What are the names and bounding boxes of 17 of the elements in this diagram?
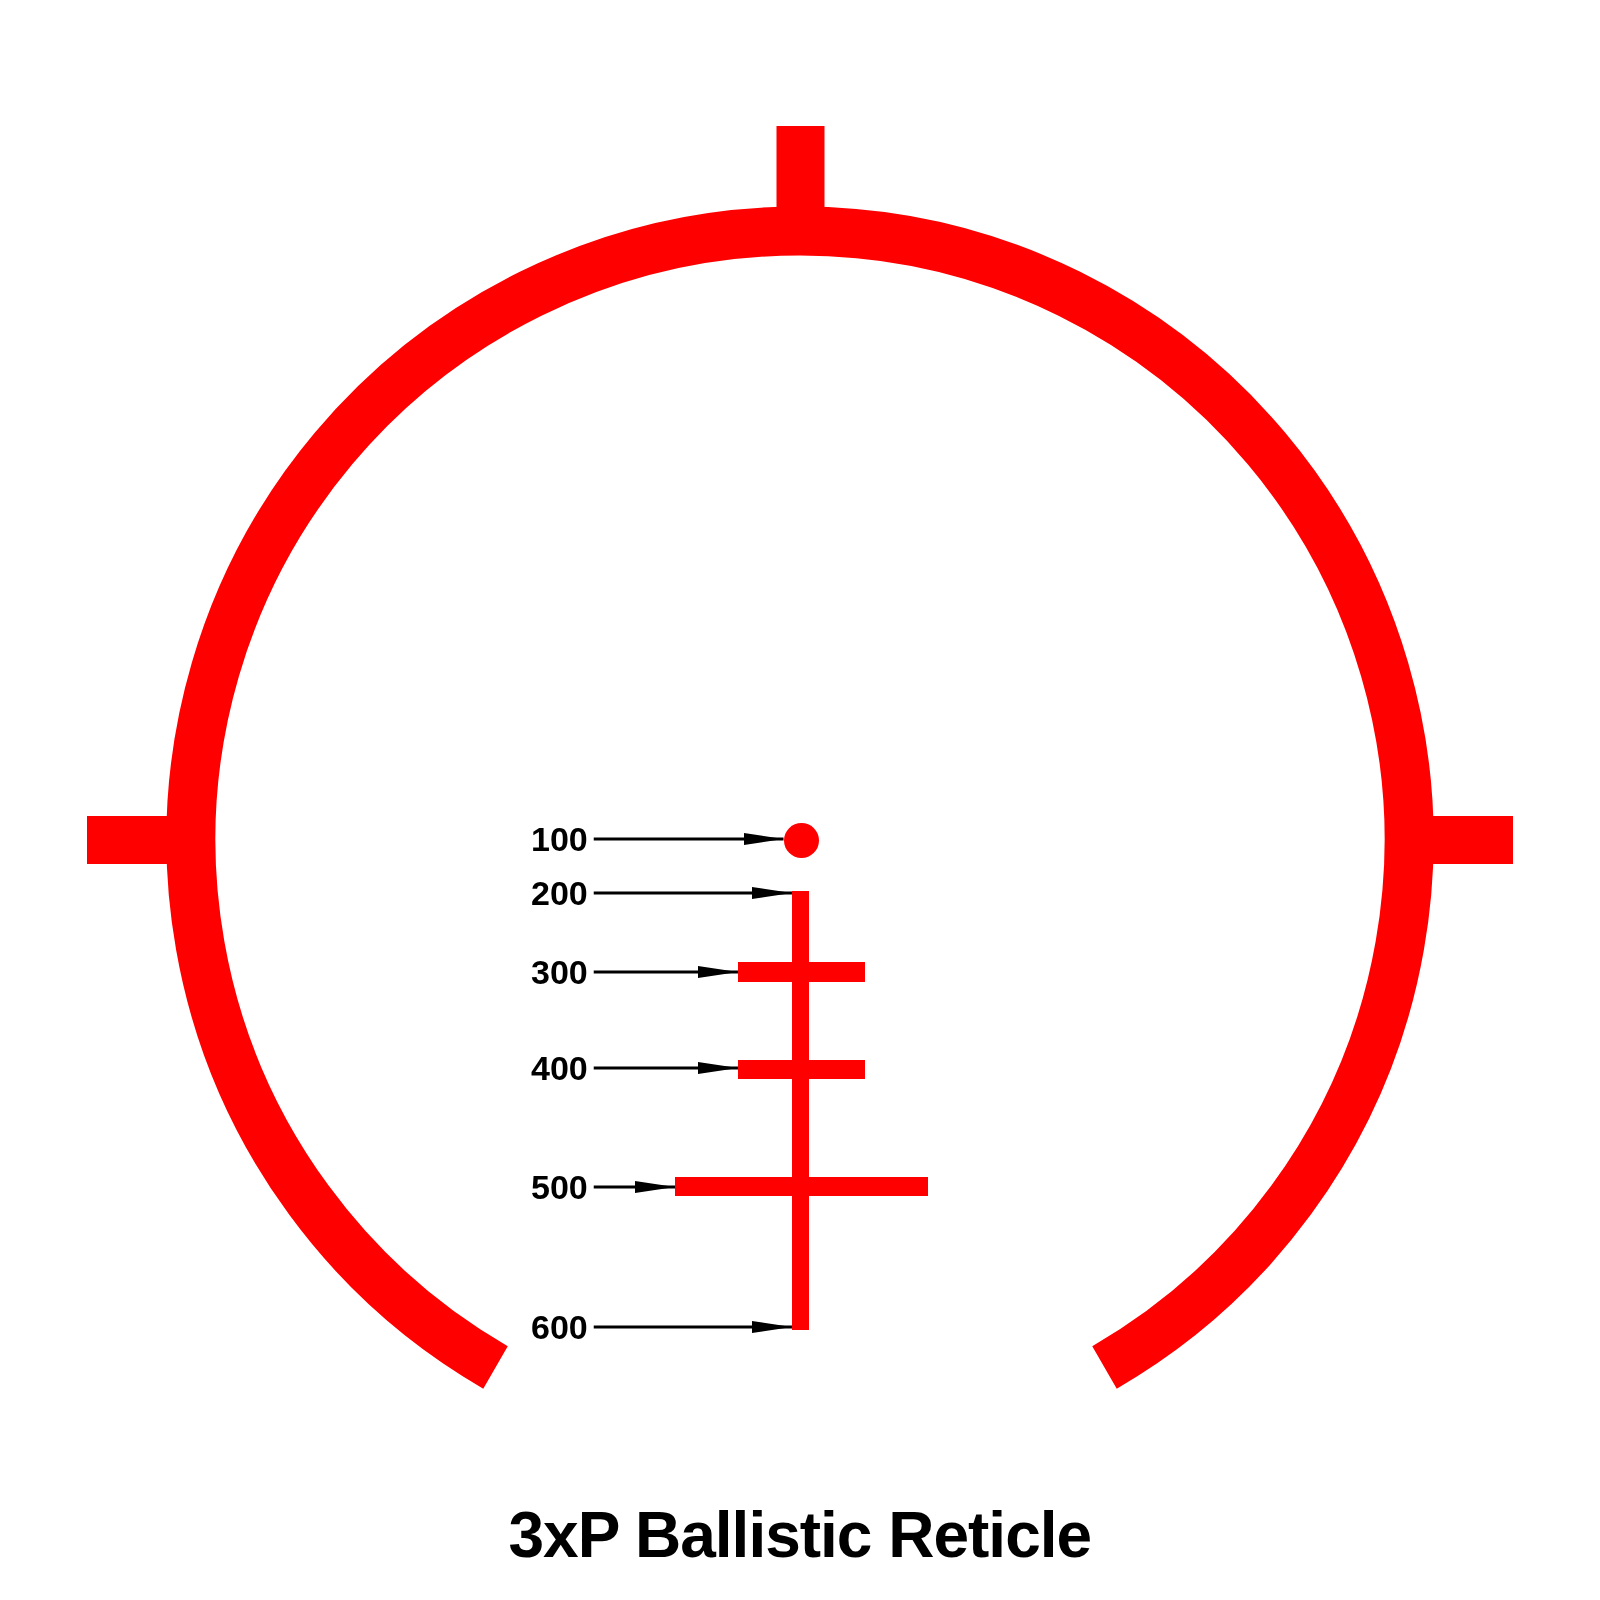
holdover-bar (675, 1177, 928, 1196)
range-label: 500 (531, 1170, 588, 1204)
range-label: 600 (531, 1310, 588, 1344)
leader-arrow (593, 1181, 675, 1193)
leader-arrow (593, 1321, 792, 1333)
range-label: 300 (531, 955, 588, 989)
leader-arrow (593, 1062, 738, 1074)
range-label: 200 (531, 876, 588, 910)
range-label: 100 (531, 822, 588, 856)
leader-arrow (593, 833, 784, 845)
holdover-bar (738, 1060, 865, 1079)
diagram-title: 3xP Ballistic Reticle (508, 1503, 1092, 1567)
holdover-bar (738, 962, 865, 982)
range-label: 400 (531, 1051, 588, 1085)
aiming-dot (783, 822, 819, 858)
leader-arrow (593, 887, 792, 899)
leader-arrow (593, 966, 738, 978)
